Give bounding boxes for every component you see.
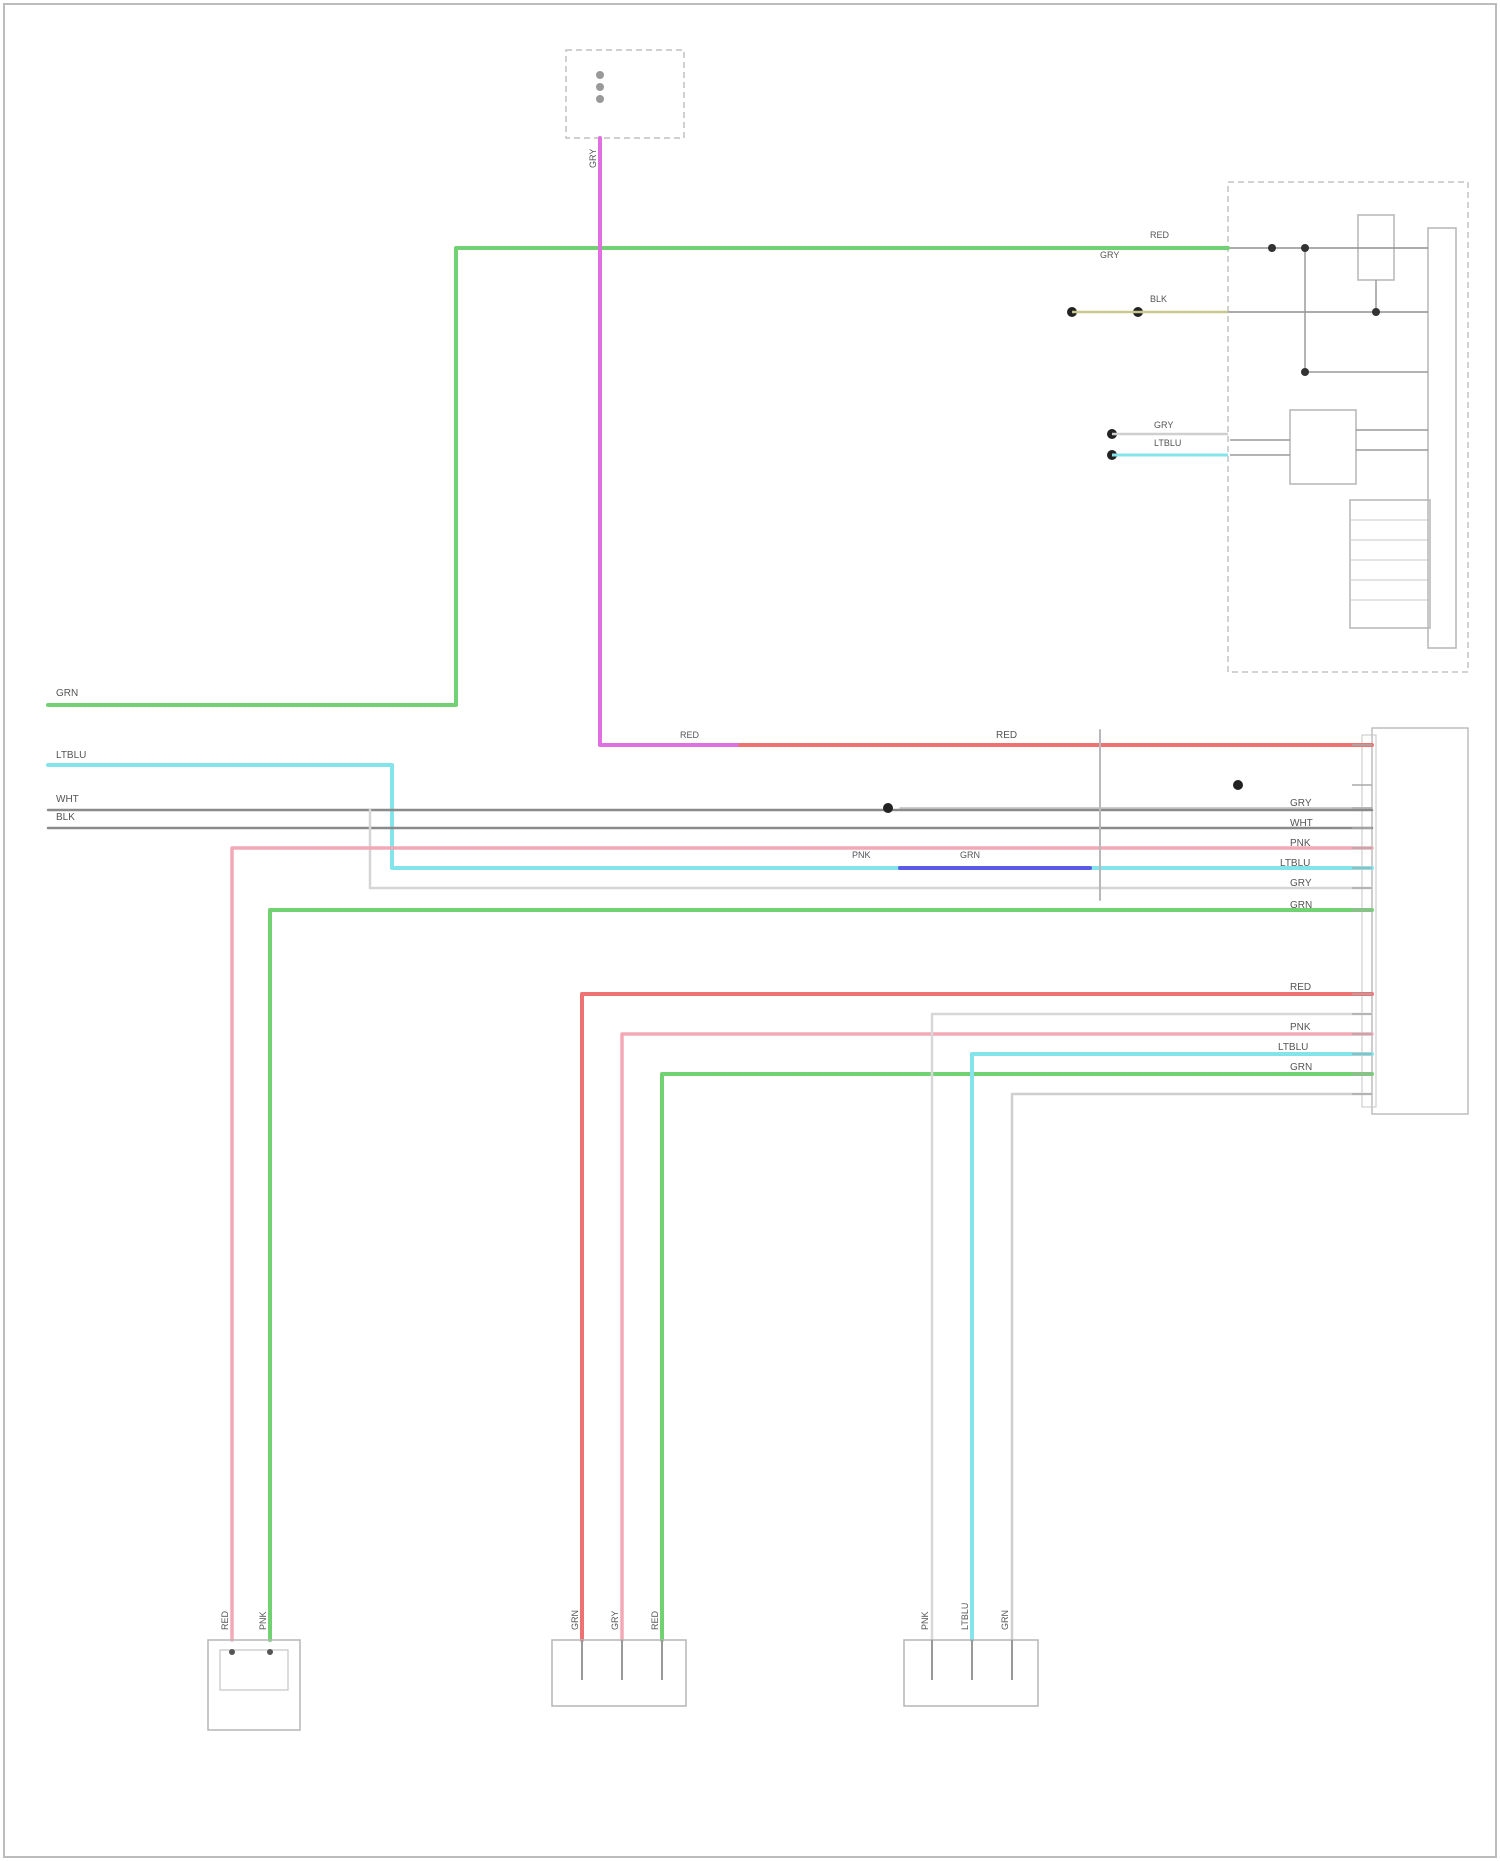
wire-green-sensor — [662, 1074, 1372, 1640]
wire-harness — [48, 138, 1372, 1640]
wire-label: WHT — [1290, 818, 1313, 829]
wire-label: LTBLU — [56, 750, 86, 761]
connector-label: RED — [680, 730, 700, 740]
wire-label: LTBLU — [1280, 858, 1310, 869]
wire-pink-sensor — [622, 1034, 1372, 1640]
connector-label: PNK — [920, 1611, 930, 1630]
wire-label: GRY — [1290, 798, 1312, 809]
connector-label: PNK — [852, 850, 871, 860]
wire-grey-sensor — [1012, 1094, 1372, 1640]
connector-label: GRN — [1000, 1610, 1010, 1630]
combination-meter-assembly — [1228, 182, 1468, 672]
connector-label: GRY — [588, 149, 598, 168]
wire-label: GRN — [56, 688, 78, 699]
wire-label: PNK — [1290, 1022, 1311, 1033]
wire-label: GRN — [1290, 1062, 1312, 1073]
wire-label: GRN — [1290, 900, 1312, 911]
wire-label: BLK — [56, 812, 75, 823]
connector-label: GRY — [1100, 250, 1119, 260]
wire-green-lower — [270, 910, 1372, 1640]
connector-label-group: GRY RED BLK RED PNK GRN GRY RED PNK LTBL… — [220, 149, 1181, 1630]
connector-label: GRY — [1154, 420, 1173, 430]
wire-label: RED — [1290, 982, 1311, 993]
meter-side-connectors — [1067, 307, 1228, 460]
gateway-ecu — [1362, 728, 1468, 1114]
connector-label: GRN — [960, 850, 980, 860]
connector-label: RED — [220, 1610, 230, 1630]
connector-label: RED — [650, 1610, 660, 1630]
wire-ltblue-main — [48, 765, 1372, 868]
wire-ltblue-sensor — [972, 1054, 1372, 1640]
page-frame — [4, 4, 1496, 1857]
connector-label: PNK — [258, 1611, 268, 1630]
connector-label: GRY — [610, 1611, 620, 1630]
wire-label: PNK — [1290, 838, 1311, 849]
connector-label: LTBLU — [960, 1603, 970, 1630]
wire-magenta — [600, 138, 740, 745]
wire-green-meter — [48, 248, 1228, 705]
connector-label: BLK — [1150, 294, 1167, 304]
component-left-sensor — [552, 1640, 686, 1706]
wire-pink-main — [232, 848, 1372, 1640]
wire-label: GRY — [1290, 878, 1312, 889]
wire-label: LTBLU — [1278, 1042, 1308, 1053]
connector-label: LTBLU — [1154, 438, 1181, 448]
wire-red-sensor — [582, 994, 1372, 1640]
connector-label: GRN — [570, 1610, 580, 1630]
component-right-sensor — [904, 1640, 1038, 1706]
component-left-switch — [208, 1640, 300, 1730]
top-junction-block — [566, 50, 684, 138]
connector-label: RED — [1150, 230, 1170, 240]
wire-white-sensor — [932, 1014, 1372, 1640]
wire-label: RED — [996, 730, 1017, 741]
wire-label: WHT — [56, 794, 79, 805]
